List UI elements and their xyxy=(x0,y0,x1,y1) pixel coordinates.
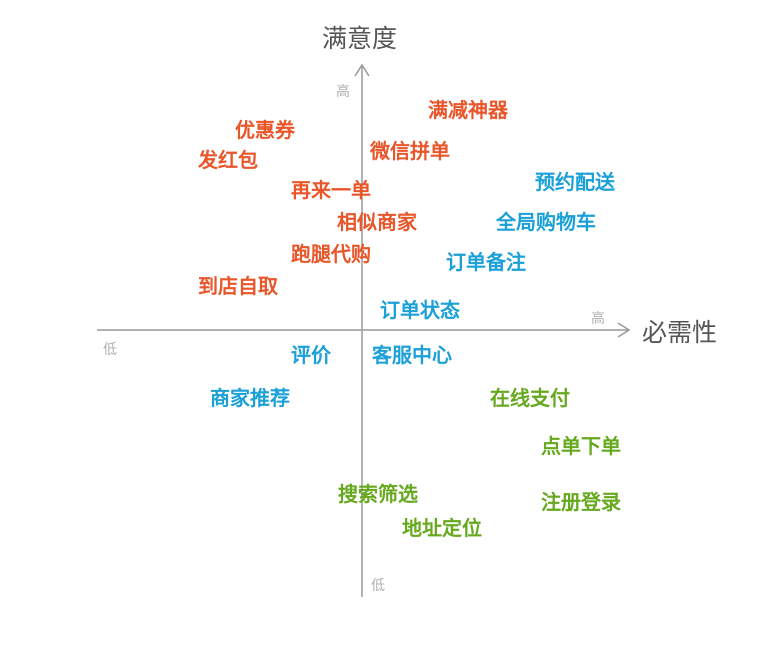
feature-label: 到店自取 xyxy=(198,274,278,298)
feature-label: 满减神器 xyxy=(428,98,508,122)
feature-label: 评价 xyxy=(291,343,331,367)
y-high-label: 高 xyxy=(336,84,350,100)
feature-label: 相似商家 xyxy=(337,210,417,234)
feature-label: 地址定位 xyxy=(402,516,482,540)
x-high-label: 高 xyxy=(591,311,605,327)
feature-label: 微信拼单 xyxy=(370,139,450,163)
feature-label: 商家推荐 xyxy=(210,386,290,410)
feature-label: 点单下单 xyxy=(541,434,621,458)
feature-label: 全局购物车 xyxy=(496,210,596,234)
y-axis-arrow-icon xyxy=(354,63,370,77)
feature-label: 订单备注 xyxy=(446,250,526,274)
feature-label: 在线支付 xyxy=(490,386,570,410)
x-axis-title: 必需性 xyxy=(642,318,718,347)
feature-label: 订单状态 xyxy=(380,298,460,322)
feature-label: 跑腿代购 xyxy=(291,242,371,266)
feature-label: 预约配送 xyxy=(535,170,615,194)
y-low-label: 低 xyxy=(371,578,385,594)
y-axis-title: 满意度 xyxy=(322,24,398,53)
feature-label: 优惠券 xyxy=(235,118,295,142)
feature-label: 发红包 xyxy=(198,148,258,172)
feature-label: 注册登录 xyxy=(541,490,621,514)
feature-label: 再来一单 xyxy=(291,178,371,202)
feature-label: 客服中心 xyxy=(372,343,452,367)
feature-label: 搜索筛选 xyxy=(338,482,418,506)
x-low-label: 低 xyxy=(103,342,117,358)
x-axis-arrow-icon xyxy=(617,322,631,338)
